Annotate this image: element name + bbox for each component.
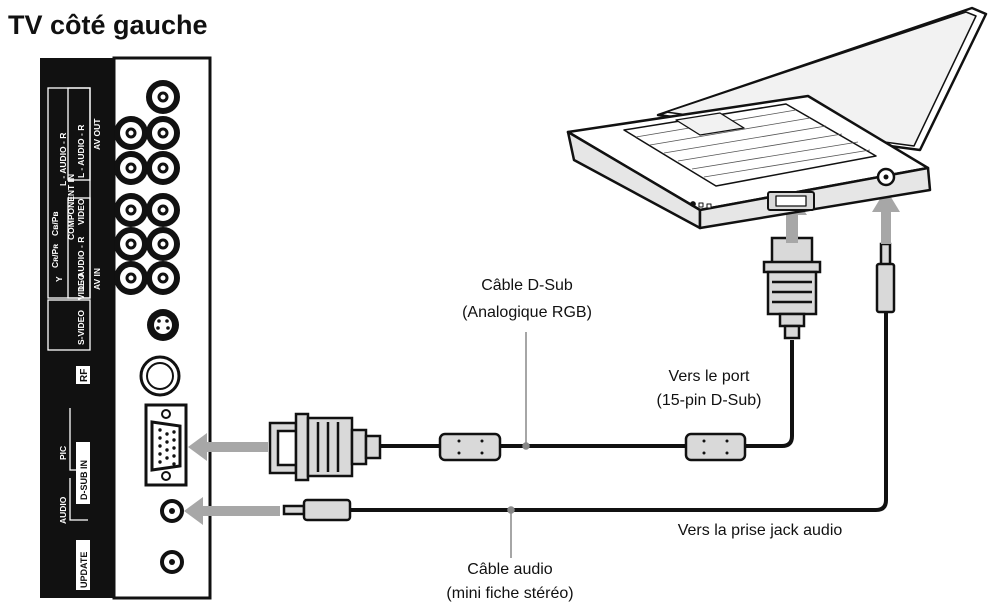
laptop [566,6,988,230]
label-audio-av: L - AUDIO - R [76,237,86,290]
audio-cable-label-2: (mini fiche stéréo) [446,585,573,602]
port-label-2: (15-pin D-Sub) [657,392,762,409]
ferrite-core-right [684,432,747,462]
dsub-cable [378,340,794,448]
arrow-to-laptop-audio [872,189,900,244]
ferrite-core-left [438,432,502,462]
update-jack [160,550,184,574]
label-rf: RF [79,369,90,382]
label-cbpb: Cʙ/Pʙ [50,211,60,236]
label-av-out: AV OUT [92,118,102,150]
audio-plug-laptop [875,242,896,314]
svideo-jack [147,309,179,341]
dsub-cable-label-2: (Analogique RGB) [462,304,592,321]
audio-cable [346,312,888,512]
dsub-port [144,403,188,487]
label-pic: PIC [58,446,68,460]
label-component-in: COMPONENT IN [66,174,76,240]
page-title: TV côté gauche [8,10,208,40]
label-crpr: Cʀ/Pʀ [50,244,60,268]
label-audio-component: L - AUDIO - R [58,133,68,186]
label-video-in: VIDEO [76,273,86,300]
audio-plug-tv [282,498,352,522]
label-audio: AUDIO [58,496,68,524]
label-video-out: VIDEO [76,198,86,225]
arrow-to-audio [184,497,280,525]
rca-jacks [114,80,180,295]
label-update: UPDATE [79,552,89,588]
dsub-cable-label-1: Câble D-Sub [481,277,573,294]
label-audio-out: L - AUDIO - R [76,125,86,178]
label-dsub-in: D-SUB IN [79,460,89,500]
tv-side-panel: L - AUDIO - R VIDEO AV OUT L - AUDIO - R… [40,56,212,600]
port-label-1: Vers le port [669,368,750,385]
label-av-in: AV IN [92,268,102,290]
jack-label: Vers la prise jack audio [678,522,843,539]
label-svideo: S-VIDEO [76,310,86,345]
label-y: Y [54,276,64,282]
rf-jack [139,355,181,397]
arrow-to-dsub [188,433,268,461]
dsub-plug-laptop [762,236,822,340]
dsub-plug-tv [268,412,382,482]
callout-lines [507,332,530,558]
audio-cable-label-1: Câble audio [467,561,553,578]
audio-jack [160,499,184,523]
